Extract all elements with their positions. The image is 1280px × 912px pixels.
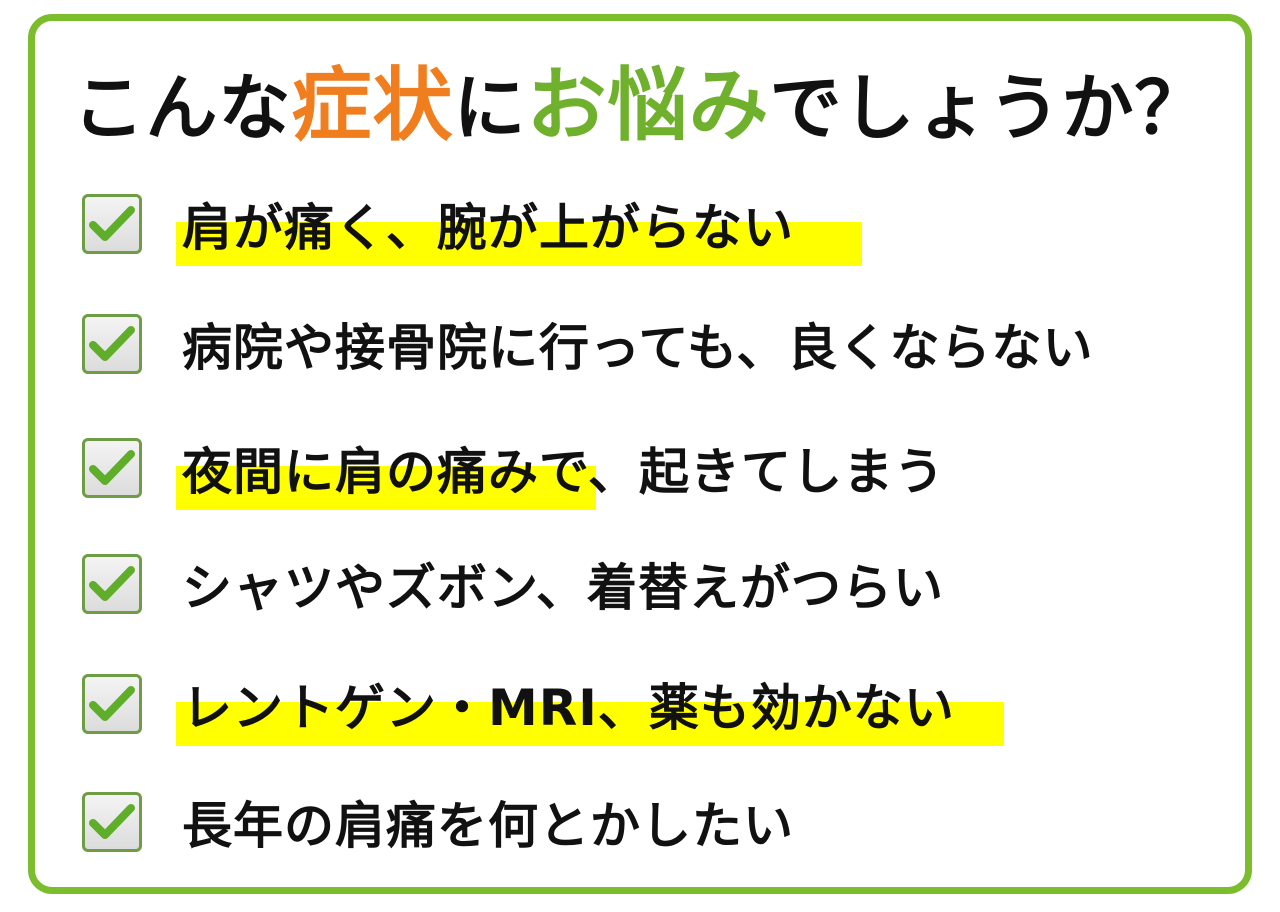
checkmark-icon xyxy=(89,686,135,721)
checkbox xyxy=(82,674,142,734)
checkmark-icon xyxy=(89,804,135,839)
checklist-item: シャツやズボン、着替えがつらい xyxy=(82,544,944,624)
checkbox xyxy=(82,314,142,374)
headline-symptoms: 症状 xyxy=(291,59,454,152)
headline-worries: お悩み xyxy=(526,59,770,152)
checkmark-icon xyxy=(89,450,135,485)
checkmark-icon xyxy=(89,566,135,601)
checkbox xyxy=(82,438,142,498)
checkbox xyxy=(82,792,142,852)
checklist-item: 肩が痛く、腕が上がらない xyxy=(82,184,862,266)
checklist-item-label: 長年の肩痛を何とかしたい xyxy=(182,797,794,855)
checklist-item: 長年の肩痛を何とかしたい xyxy=(82,782,794,862)
headline-part-1: こんな xyxy=(72,66,292,150)
text-highlight xyxy=(176,222,862,266)
checkbox xyxy=(82,194,142,254)
checklist-item-label: シャツやズボン、着替えがつらい xyxy=(182,559,944,617)
checklist-item-label: レントゲン・MRI、薬も効かない xyxy=(182,679,955,737)
checkmark-icon xyxy=(89,326,135,361)
checklist-item: 夜間に肩の痛みで、起きてしまう xyxy=(82,428,945,510)
checklist-item-label: 夜間に肩の痛みで、起きてしまう xyxy=(182,443,945,501)
headline-part-3: に xyxy=(453,66,527,150)
text-highlight xyxy=(176,466,596,510)
checklist-item: レントゲン・MRI、薬も効かない xyxy=(82,664,1004,746)
checklist-item-label: 病院や接骨院に行っても、良くならない xyxy=(182,319,1094,377)
text-highlight xyxy=(176,702,1004,746)
headline-part-5: でしょうか？ xyxy=(769,66,1208,150)
checklist-item: 病院や接骨院に行っても、良くならない xyxy=(82,304,1094,384)
checkbox xyxy=(82,554,142,614)
headline: こんな症状にお悩みでしょうか？ xyxy=(0,62,1280,152)
checkmark-icon xyxy=(89,206,135,241)
content-frame xyxy=(28,14,1252,894)
checklist-item-label: 肩が痛く、腕が上がらない xyxy=(182,199,794,257)
